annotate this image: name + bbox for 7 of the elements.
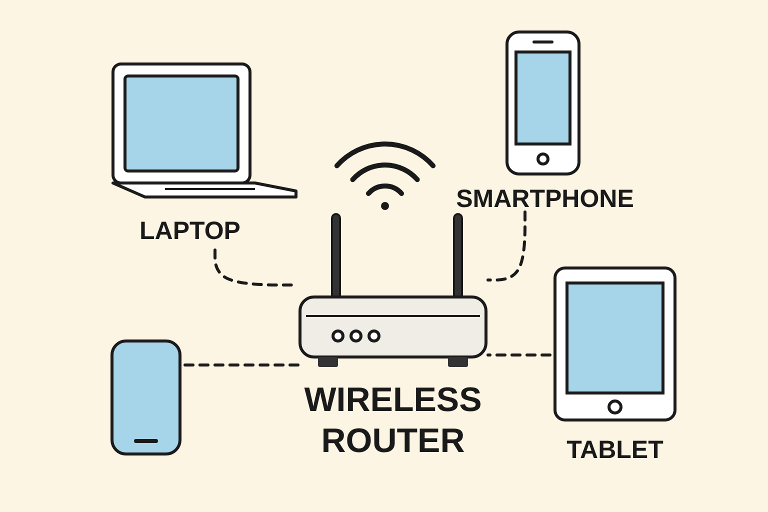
device-label: TABLET	[566, 435, 664, 465]
dashed-connector	[486, 354, 552, 356]
device-label: SMARTPHONE	[455, 184, 635, 214]
device-label: LAPTOP	[138, 216, 242, 246]
dashed-connector	[486, 210, 526, 282]
dashed-connector	[184, 364, 300, 366]
router-label: WIRELESS ROUTER	[303, 380, 483, 462]
